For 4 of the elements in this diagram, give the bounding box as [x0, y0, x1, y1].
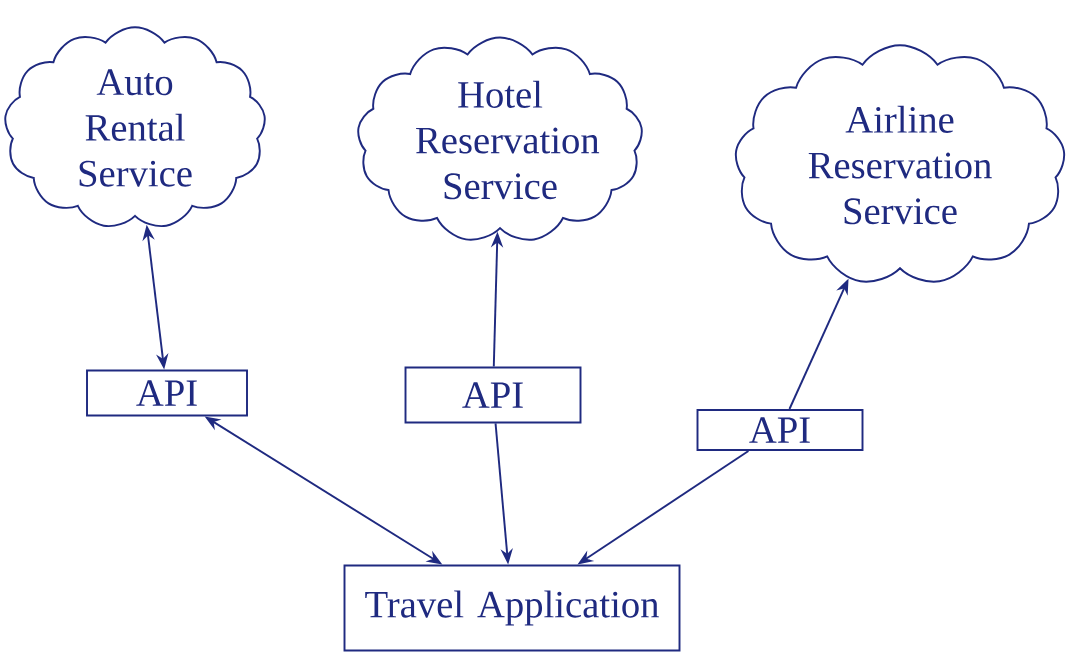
api-box: API — [86, 369, 248, 417]
api-box: API — [696, 409, 864, 451]
api-box: API — [404, 366, 582, 424]
application-box: Travel Application — [343, 564, 681, 652]
